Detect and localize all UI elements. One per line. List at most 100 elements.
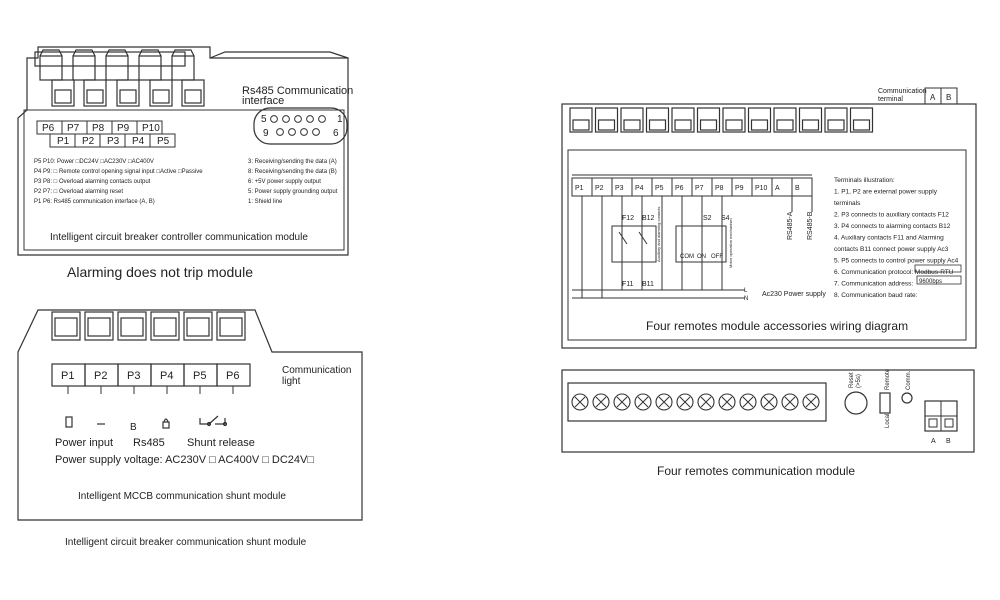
controller-tooth-top <box>138 49 162 57</box>
wiring-tooth <box>620 107 644 133</box>
db9-pin <box>312 128 320 136</box>
shunt-terminal-label: P1 <box>61 370 74 382</box>
svg-text:A: A <box>931 438 936 445</box>
db9-pin <box>276 128 284 136</box>
wiring-tooth <box>722 107 746 133</box>
svg-text:(>5s): (>5s) <box>856 374 862 388</box>
controller-comm-title-2: interface <box>242 95 284 107</box>
wiring-terminal-label: P6 <box>675 185 684 192</box>
screw-terminal <box>676 393 694 411</box>
screw-slot <box>721 396 733 408</box>
wiring-comm-ab: A B <box>924 87 958 105</box>
shunt-release-label: Shunt release <box>187 437 255 449</box>
controller-terminal-label: P9 <box>117 123 130 134</box>
controller-note: P2 P7: □ Overload alarming reset <box>34 189 123 195</box>
power-input-icon <box>65 416 73 428</box>
wiring-tooth-inner <box>827 119 845 131</box>
svg-text:Comm.: Comm. <box>906 370 912 390</box>
shunt-symbols <box>65 415 228 429</box>
svg-text:S4: S4 <box>721 215 730 222</box>
db9-pin <box>300 128 308 136</box>
svg-text:COM: COM <box>680 254 694 260</box>
screw-slot <box>658 396 670 408</box>
controller-caption: Alarming does not trip module <box>67 264 253 280</box>
aux-contact-box <box>611 225 657 263</box>
controller-tooth <box>39 55 63 81</box>
svg-text:Auxiliary and alarming contact: Auxiliary and alarming contacts <box>656 207 661 262</box>
wiring-title: Four remotes module accessories wiring d… <box>646 319 908 333</box>
motor-box <box>675 225 727 263</box>
shunt-b-symbol: B <box>130 422 137 433</box>
shunt-tooth-inner <box>54 317 78 337</box>
reset-button[interactable] <box>844 391 868 415</box>
controller-terminal-label: P10 <box>142 123 160 134</box>
screw-terminal <box>802 393 820 411</box>
db9-pin <box>318 115 326 123</box>
shunt-tooth-inner <box>186 317 210 337</box>
screw-terminal <box>634 393 652 411</box>
wiring-labels: F12 B12 F11 B11 S2 S4 COM ON OFF L N Ac2… <box>622 207 826 302</box>
db9-pin <box>282 115 290 123</box>
controller-terminal-label: P2 <box>82 136 95 147</box>
wiring-comm-terminal: Communication <box>878 88 927 95</box>
controller-notes-left: P5 P10: Power □DC24V □AC230V □AC400V P4 P… <box>34 159 203 205</box>
wiring-illustration-line: 5. P5 connects to control power supply A… <box>834 258 959 265</box>
svg-text:B12: B12 <box>642 215 655 222</box>
svg-text:RS485-B: RS485-B <box>807 211 814 240</box>
db9-pin-1: 1 <box>337 114 343 125</box>
remote-controls: Reset (>5s) Remote Local Comm. A B <box>844 368 958 445</box>
lock-icon <box>162 421 170 429</box>
wiring-illustration-line: 4. Auxiliary contacts F11 and Alarming <box>834 235 944 242</box>
wiring-tooth-inner <box>776 119 794 131</box>
wiring-tooth <box>569 107 593 133</box>
svg-text:B: B <box>946 93 951 102</box>
wiring-tooth <box>747 107 772 133</box>
wiring-tooth <box>798 107 823 133</box>
controller-terminal-label: P8 <box>92 123 105 134</box>
controller-note: 6: +5V power supply output <box>248 179 321 185</box>
svg-text:Ac230 Power supply: Ac230 Power supply <box>762 291 826 298</box>
shunt-tooth-inner <box>87 317 111 337</box>
wiring-terminal-label: P5 <box>655 185 664 192</box>
screw-slot <box>574 396 586 408</box>
shunt-comm-light: Communication <box>282 365 351 376</box>
controller-note: P3 P8: □ Overload alarming contacts outp… <box>34 179 151 185</box>
shunt-tooth-inner <box>120 317 144 337</box>
wiring-terminal <box>791 177 813 197</box>
controller-note: 8: Receiving/sending the data (B) <box>248 169 337 175</box>
controller-note: P1 P6: Rs485 communication interface (A,… <box>34 199 155 205</box>
screw-slot <box>595 396 607 408</box>
controller-terminal-label: P5 <box>157 136 170 147</box>
wiring-tooth-inner <box>597 119 616 131</box>
wiring-illustration-line: 3. P4 connects to alarming contacts B12 <box>834 223 951 230</box>
controller-note: P5 P10: Power □DC24V □AC230V □AC400V <box>34 159 154 165</box>
shunt-tooth <box>183 311 213 341</box>
wiring-tooth <box>696 107 721 133</box>
remote-local-switch[interactable] <box>879 392 891 414</box>
wiring-terminal-label: P3 <box>615 185 624 192</box>
wiring-terminal-label: P1 <box>575 185 584 192</box>
shunt-comm-light-2: light <box>282 376 301 387</box>
controller-note: 1: Shield line <box>248 199 283 205</box>
screw-slot <box>637 396 649 408</box>
svg-text:Remote: Remote <box>885 368 891 390</box>
remotes-caption: Four remotes communication module <box>657 464 855 478</box>
shunt-module <box>17 309 363 521</box>
comm-address-field <box>914 264 962 273</box>
shunt-tooth <box>51 311 81 341</box>
controller-tooth <box>171 55 195 81</box>
wiring-tooth-inner <box>623 119 641 131</box>
shunt-rs485: Rs485 <box>133 437 165 449</box>
shunt-tooth <box>216 311 246 341</box>
controller-tooth <box>105 55 129 81</box>
controller-lower-tooth <box>83 79 107 107</box>
wiring-illustration-line: Terminals illustration: <box>834 177 895 184</box>
comm-led-icon <box>901 392 913 404</box>
controller-terminal-label: P6 <box>42 123 55 134</box>
wiring-terminal-label: P2 <box>595 185 604 192</box>
controller-note: P4 P9: □ Remote control opening signal i… <box>34 169 203 175</box>
shunt-terminal-label: P4 <box>160 370 173 382</box>
shunt-release-icon <box>199 415 226 425</box>
